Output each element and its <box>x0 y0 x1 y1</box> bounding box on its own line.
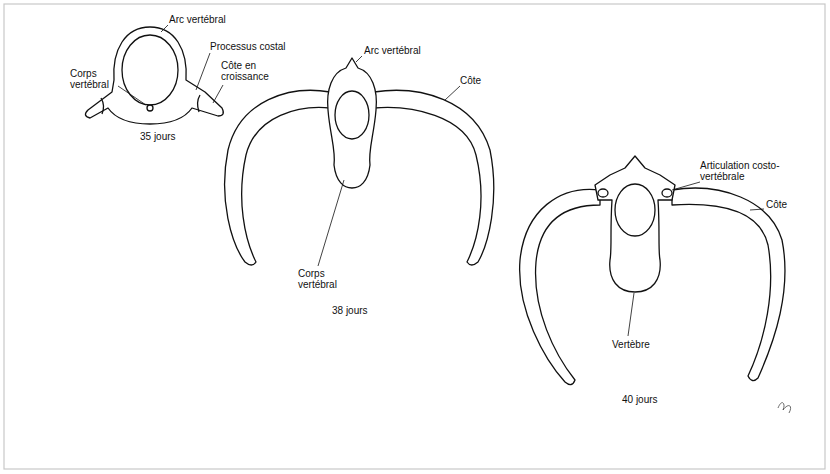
part-label: Arc vertébral <box>364 45 421 56</box>
part-label: Côte en croissance <box>221 60 279 82</box>
stage-label: 38 jours <box>332 305 368 316</box>
part-label: Corps vertébral <box>298 268 346 290</box>
part-label: Vertèbre <box>612 339 650 350</box>
stage-label: 35 jours <box>140 131 176 142</box>
part-label: Articulation costo-vertébrale <box>700 160 795 182</box>
part-label: Arc vertébral <box>169 14 226 25</box>
stage-label: 40 jours <box>622 394 658 405</box>
part-label: Côte <box>460 75 481 86</box>
part-label: Corps vertébral <box>70 68 118 90</box>
part-label: Processus costal <box>210 41 286 52</box>
part-label: Côte <box>766 199 787 210</box>
